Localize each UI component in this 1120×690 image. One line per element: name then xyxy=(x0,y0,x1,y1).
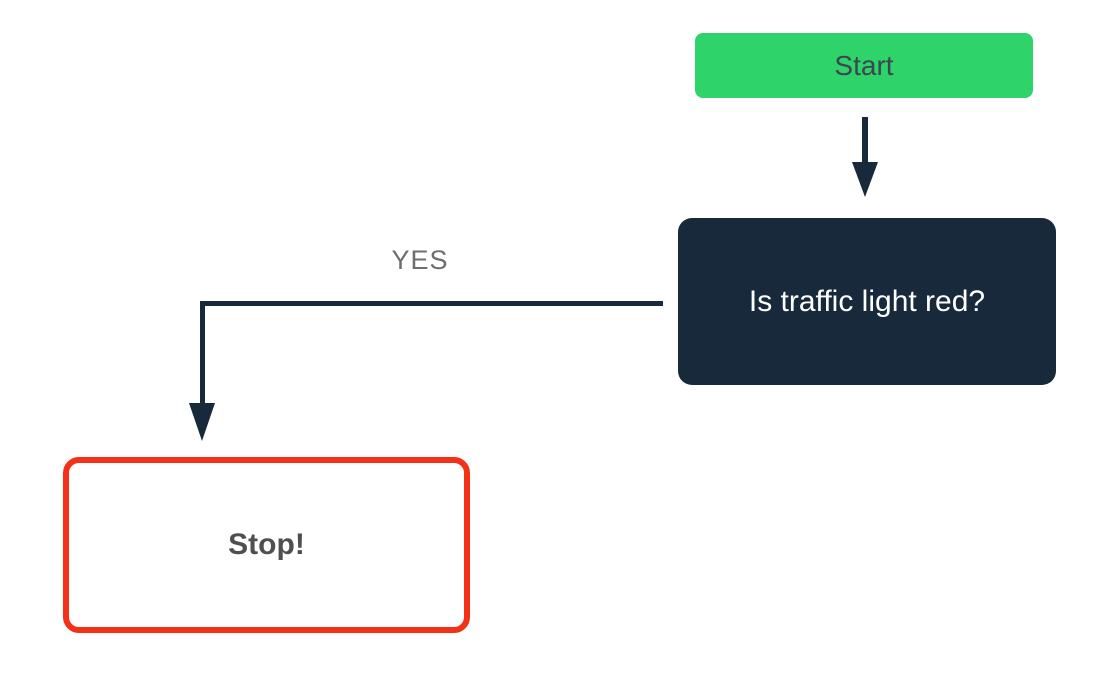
node-decision-label: Is traffic light red? xyxy=(748,284,986,318)
node-start: Start xyxy=(695,33,1033,98)
edge-decision-to-stop-vertical-line xyxy=(200,301,205,404)
edge-start-to-decision-arrowhead-icon xyxy=(852,162,878,197)
node-stop-label: Stop! xyxy=(228,528,305,561)
node-decision: Is traffic light red? xyxy=(678,218,1056,385)
node-start-label: Start xyxy=(834,49,894,81)
edge-start-to-decision-line xyxy=(862,117,868,164)
node-stop: Stop! xyxy=(63,457,470,633)
edge-decision-to-stop-arrowhead-icon xyxy=(189,403,215,441)
edge-decision-to-stop-horizontal-line xyxy=(200,301,663,306)
edge-yes-label: YES xyxy=(391,245,449,275)
